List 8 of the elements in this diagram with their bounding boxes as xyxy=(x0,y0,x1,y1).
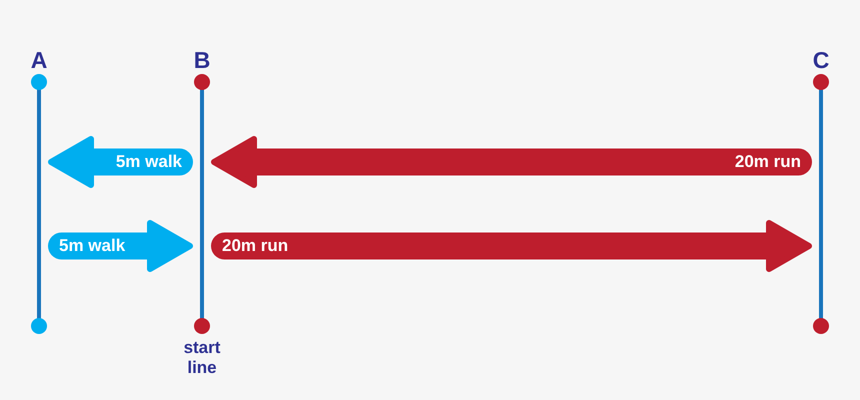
node-label: C xyxy=(812,48,830,72)
node-label: B xyxy=(194,48,210,72)
edge-label: 20m run xyxy=(734,152,801,172)
edge-label: 20m run xyxy=(222,236,288,256)
node-label: A xyxy=(30,48,48,72)
line-caption: start line xyxy=(182,338,222,378)
edge-label: 5m walk xyxy=(116,152,182,172)
edge-label: 5m walk xyxy=(59,236,126,256)
